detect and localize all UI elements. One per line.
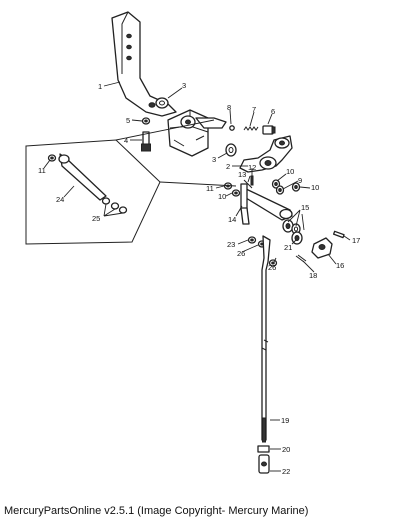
inset-box	[25, 119, 237, 245]
callout-10-a: 10	[286, 167, 294, 176]
clevis-part-16	[311, 237, 333, 259]
callout-17: 17	[352, 236, 360, 245]
shaft-part-24	[58, 153, 107, 201]
washer-part-9	[275, 185, 285, 195]
nut-part-20	[257, 445, 270, 453]
plunger-part-6	[262, 125, 276, 135]
image-caption: MercuryPartsOnline v2.5.1 (Image Copyrig…	[4, 505, 309, 517]
callout-16: 16	[336, 261, 344, 270]
callout-25: 25	[92, 214, 100, 223]
callout-22: 22	[282, 467, 290, 476]
callout-19: 19	[281, 416, 289, 425]
callout-10-b: 10	[311, 183, 319, 192]
shift-rod-part-19	[261, 235, 271, 443]
callout-7: 7	[252, 105, 256, 114]
callout-12: 12	[248, 163, 256, 172]
washer-part-23	[247, 236, 257, 244]
washers-part-25	[101, 197, 128, 214]
washer-part-11-inset	[47, 154, 57, 162]
pin-part-17	[332, 230, 345, 239]
callout-20: 20	[282, 445, 290, 454]
callout-1: 1	[98, 82, 102, 91]
washer-part-10-left	[231, 189, 241, 197]
washer-part-10-right	[271, 179, 281, 189]
callout-18: 18	[309, 271, 317, 280]
callout-11-inset: 11	[38, 166, 46, 175]
callout-2: 2	[226, 162, 230, 171]
callout-24: 24	[56, 195, 64, 204]
cotter-part-18	[295, 254, 307, 263]
crossbar-part-14	[240, 183, 293, 225]
callout-26-left: 26	[237, 249, 245, 258]
callout-4: 4	[124, 136, 128, 145]
washer-part-10-far	[291, 182, 301, 192]
callout-5: 5	[126, 116, 130, 125]
callout-14: 14	[228, 215, 236, 224]
washer-part-3-upper	[155, 97, 169, 109]
nut-part-5	[141, 117, 151, 125]
callout-3-lower: 3	[212, 155, 216, 164]
shift-lever-part-2	[239, 135, 293, 173]
callout-21: 21	[284, 243, 292, 252]
callout-9: 9	[298, 176, 302, 185]
callout-6: 6	[271, 107, 275, 116]
callout-8: 8	[227, 103, 231, 112]
washer-part-3-lower	[225, 143, 237, 157]
bolt-part-4	[141, 131, 151, 152]
callout-23: 23	[227, 240, 235, 249]
end-fitting-part-22	[258, 454, 270, 474]
callout-26-right: 26	[268, 263, 276, 272]
cotter-part-13	[243, 179, 253, 189]
bracket-part-1	[111, 11, 177, 117]
callout-15: 15	[301, 203, 309, 212]
pin-part-12	[250, 175, 254, 186]
callout-13: 13	[238, 170, 246, 179]
pivot-housing	[167, 109, 227, 157]
leader-lines	[43, 81, 351, 472]
callout-10-c: 10	[218, 192, 226, 201]
spring-part-7	[243, 126, 259, 131]
ball-part-8	[229, 125, 235, 131]
callout-3-upper: 3	[182, 81, 186, 90]
callout-labels: 1 3 5 4 8 7 6 2 3 12 13 11 10 9 10 15 10…	[38, 81, 360, 476]
callout-11: 11	[206, 184, 214, 193]
